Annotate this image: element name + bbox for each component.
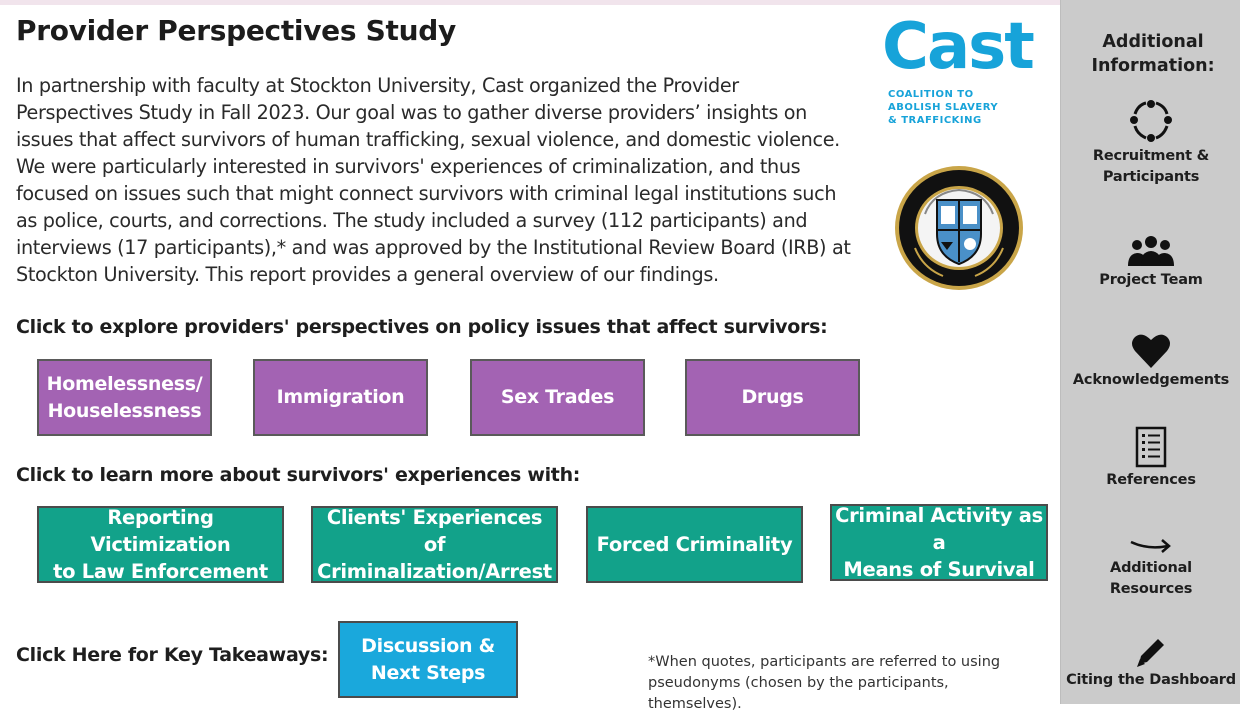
sidebar-item-additional-resources[interactable]: Additional Resources [1061,534,1240,600]
sidebar-item-citing-dashboard[interactable]: Citing the Dashboard [1061,634,1240,691]
sidebar-item-project-team[interactable]: Project Team [1061,232,1240,291]
pseudonym-footnote: *When quotes, participants are referred … [648,654,1001,712]
arrow-icon [1130,539,1171,553]
cycle-icon [1130,100,1172,142]
pencil-icon [1137,639,1164,667]
intro-paragraph: In partnership with faculty at Stockton … [16,74,851,286]
sidebar-item-label: Project Team [1099,272,1203,288]
reporting-victimization-button[interactable]: Reporting Victimization to Law Enforceme… [37,506,284,583]
discussion-next-steps-button[interactable]: Discussion & Next Steps [338,621,518,698]
policy-heading: Click to explore providers' perspectives… [16,316,828,338]
heart-icon [1132,334,1170,368]
sidebar-item-label: Additional Resources [1109,560,1193,597]
sidebar-item-label: Acknowledgements [1072,372,1230,388]
cast-logo-word: Cast [882,10,1035,84]
stockton-university-seal [895,166,1023,290]
sidebar-item-label: Citing the Dashboard [1066,672,1236,688]
cast-logo-tagline: COALITION TO ABOLISH SLAVERY & TRAFFICKI… [888,89,999,126]
sidebar-item-references[interactable]: References [1061,426,1240,491]
forced-criminality-button[interactable]: Forced Criminality [586,506,803,583]
list-icon [1135,426,1167,468]
sidebar: Additional Information: Recruitment & Pa… [1060,0,1240,704]
sidebar-item-label: Recruitment & Participants [1092,148,1210,185]
top-divider [0,0,1060,5]
people-icon [1128,236,1174,266]
key-takeaways-label: Click Here for Key Takeaways: [16,644,329,666]
sidebar-title: Additional Information: [1091,32,1215,76]
cast-logo: Cast COALITION TO ABOLISH SLAVERY & TRAF… [882,10,1052,128]
homelessness-button[interactable]: Homelessness/ Houselessness [37,359,212,436]
sidebar-item-acknowledgements[interactable]: Acknowledgements [1061,332,1240,391]
criminal-activity-survival-button[interactable]: Criminal Activity as a Means of Survival [830,504,1048,581]
experiences-heading: Click to learn more about survivors' exp… [16,464,581,486]
immigration-button[interactable]: Immigration [253,359,428,436]
page-title: Provider Perspectives Study [16,14,456,47]
drugs-button[interactable]: Drugs [685,359,860,436]
sidebar-item-label: References [1106,472,1196,488]
sidebar-item-recruitment[interactable]: Recruitment & Participants [1061,96,1240,188]
sex-trades-button[interactable]: Sex Trades [470,359,645,436]
clients-criminalization-button[interactable]: Clients' Experiences of Criminalization/… [311,506,558,583]
